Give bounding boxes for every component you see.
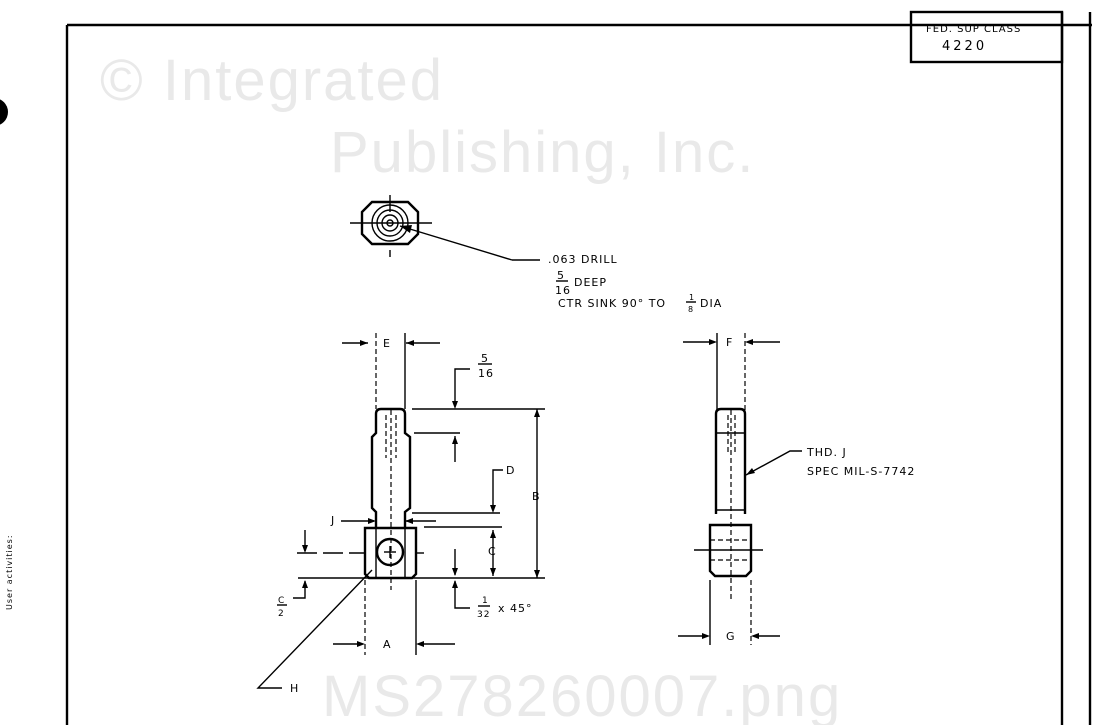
top-view: .063 DRILL 5 16 DEEP CTR SINK 90° TO 1 8… [350, 195, 722, 314]
countersink-numerator: 1 [689, 293, 695, 302]
dim-h-label: H [290, 682, 299, 695]
countersink-note: CTR SINK 90° TO [558, 297, 666, 310]
title-block: FED. SUP CLASS 4220 [909, 10, 1064, 64]
top-dim-denominator: 16 [478, 367, 494, 380]
depth-denominator: 16 [555, 284, 571, 297]
watermark-line-1: © Integrated [100, 48, 444, 113]
dim-b-label: B [532, 490, 541, 503]
chamfer-denominator: 32 [477, 610, 490, 620]
thread-note: THD. J [806, 446, 847, 459]
dim-j-label: J [330, 514, 335, 527]
countersink-dia: DIA [700, 297, 722, 310]
half-c-denominator: 2 [278, 609, 285, 619]
dim-c-label: C [488, 545, 497, 558]
countersink-denominator: 8 [688, 305, 694, 314]
half-c-numerator: C [278, 596, 285, 606]
front-view: E 5 16 B D J C C [256, 333, 545, 695]
watermark-line-3: MS278260007.png [322, 664, 842, 725]
watermark: © Integrated Publishing, Inc. MS27826000… [100, 48, 842, 725]
depth-numerator: 5 [557, 269, 565, 282]
top-dim-numerator: 5 [481, 352, 489, 365]
drawing-frame [0, 12, 1092, 725]
side-view: F G THD. J SPEC MIL-S-7742 [678, 333, 915, 645]
chamfer-numerator: 1 [482, 596, 489, 606]
dim-d-label: D [506, 464, 515, 477]
dim-g-label: G [726, 630, 736, 643]
dim-f-label: F [726, 336, 733, 349]
side-annotation: User activities: [5, 534, 14, 610]
drill-note: .063 DRILL [548, 253, 618, 266]
chamfer-label: x 45° [498, 602, 533, 615]
watermark-line-2: Publishing, Inc. [330, 120, 755, 185]
fed-sup-class-value: 4220 [942, 39, 987, 54]
depth-note: DEEP [574, 276, 607, 289]
dim-a-label: A [383, 638, 392, 651]
dim-e-label: E [383, 337, 391, 350]
spec-note: SPEC MIL-S-7742 [807, 465, 915, 478]
fed-sup-class-label: FED. SUP CLASS [926, 24, 1021, 35]
punch-hole-icon [0, 99, 8, 125]
